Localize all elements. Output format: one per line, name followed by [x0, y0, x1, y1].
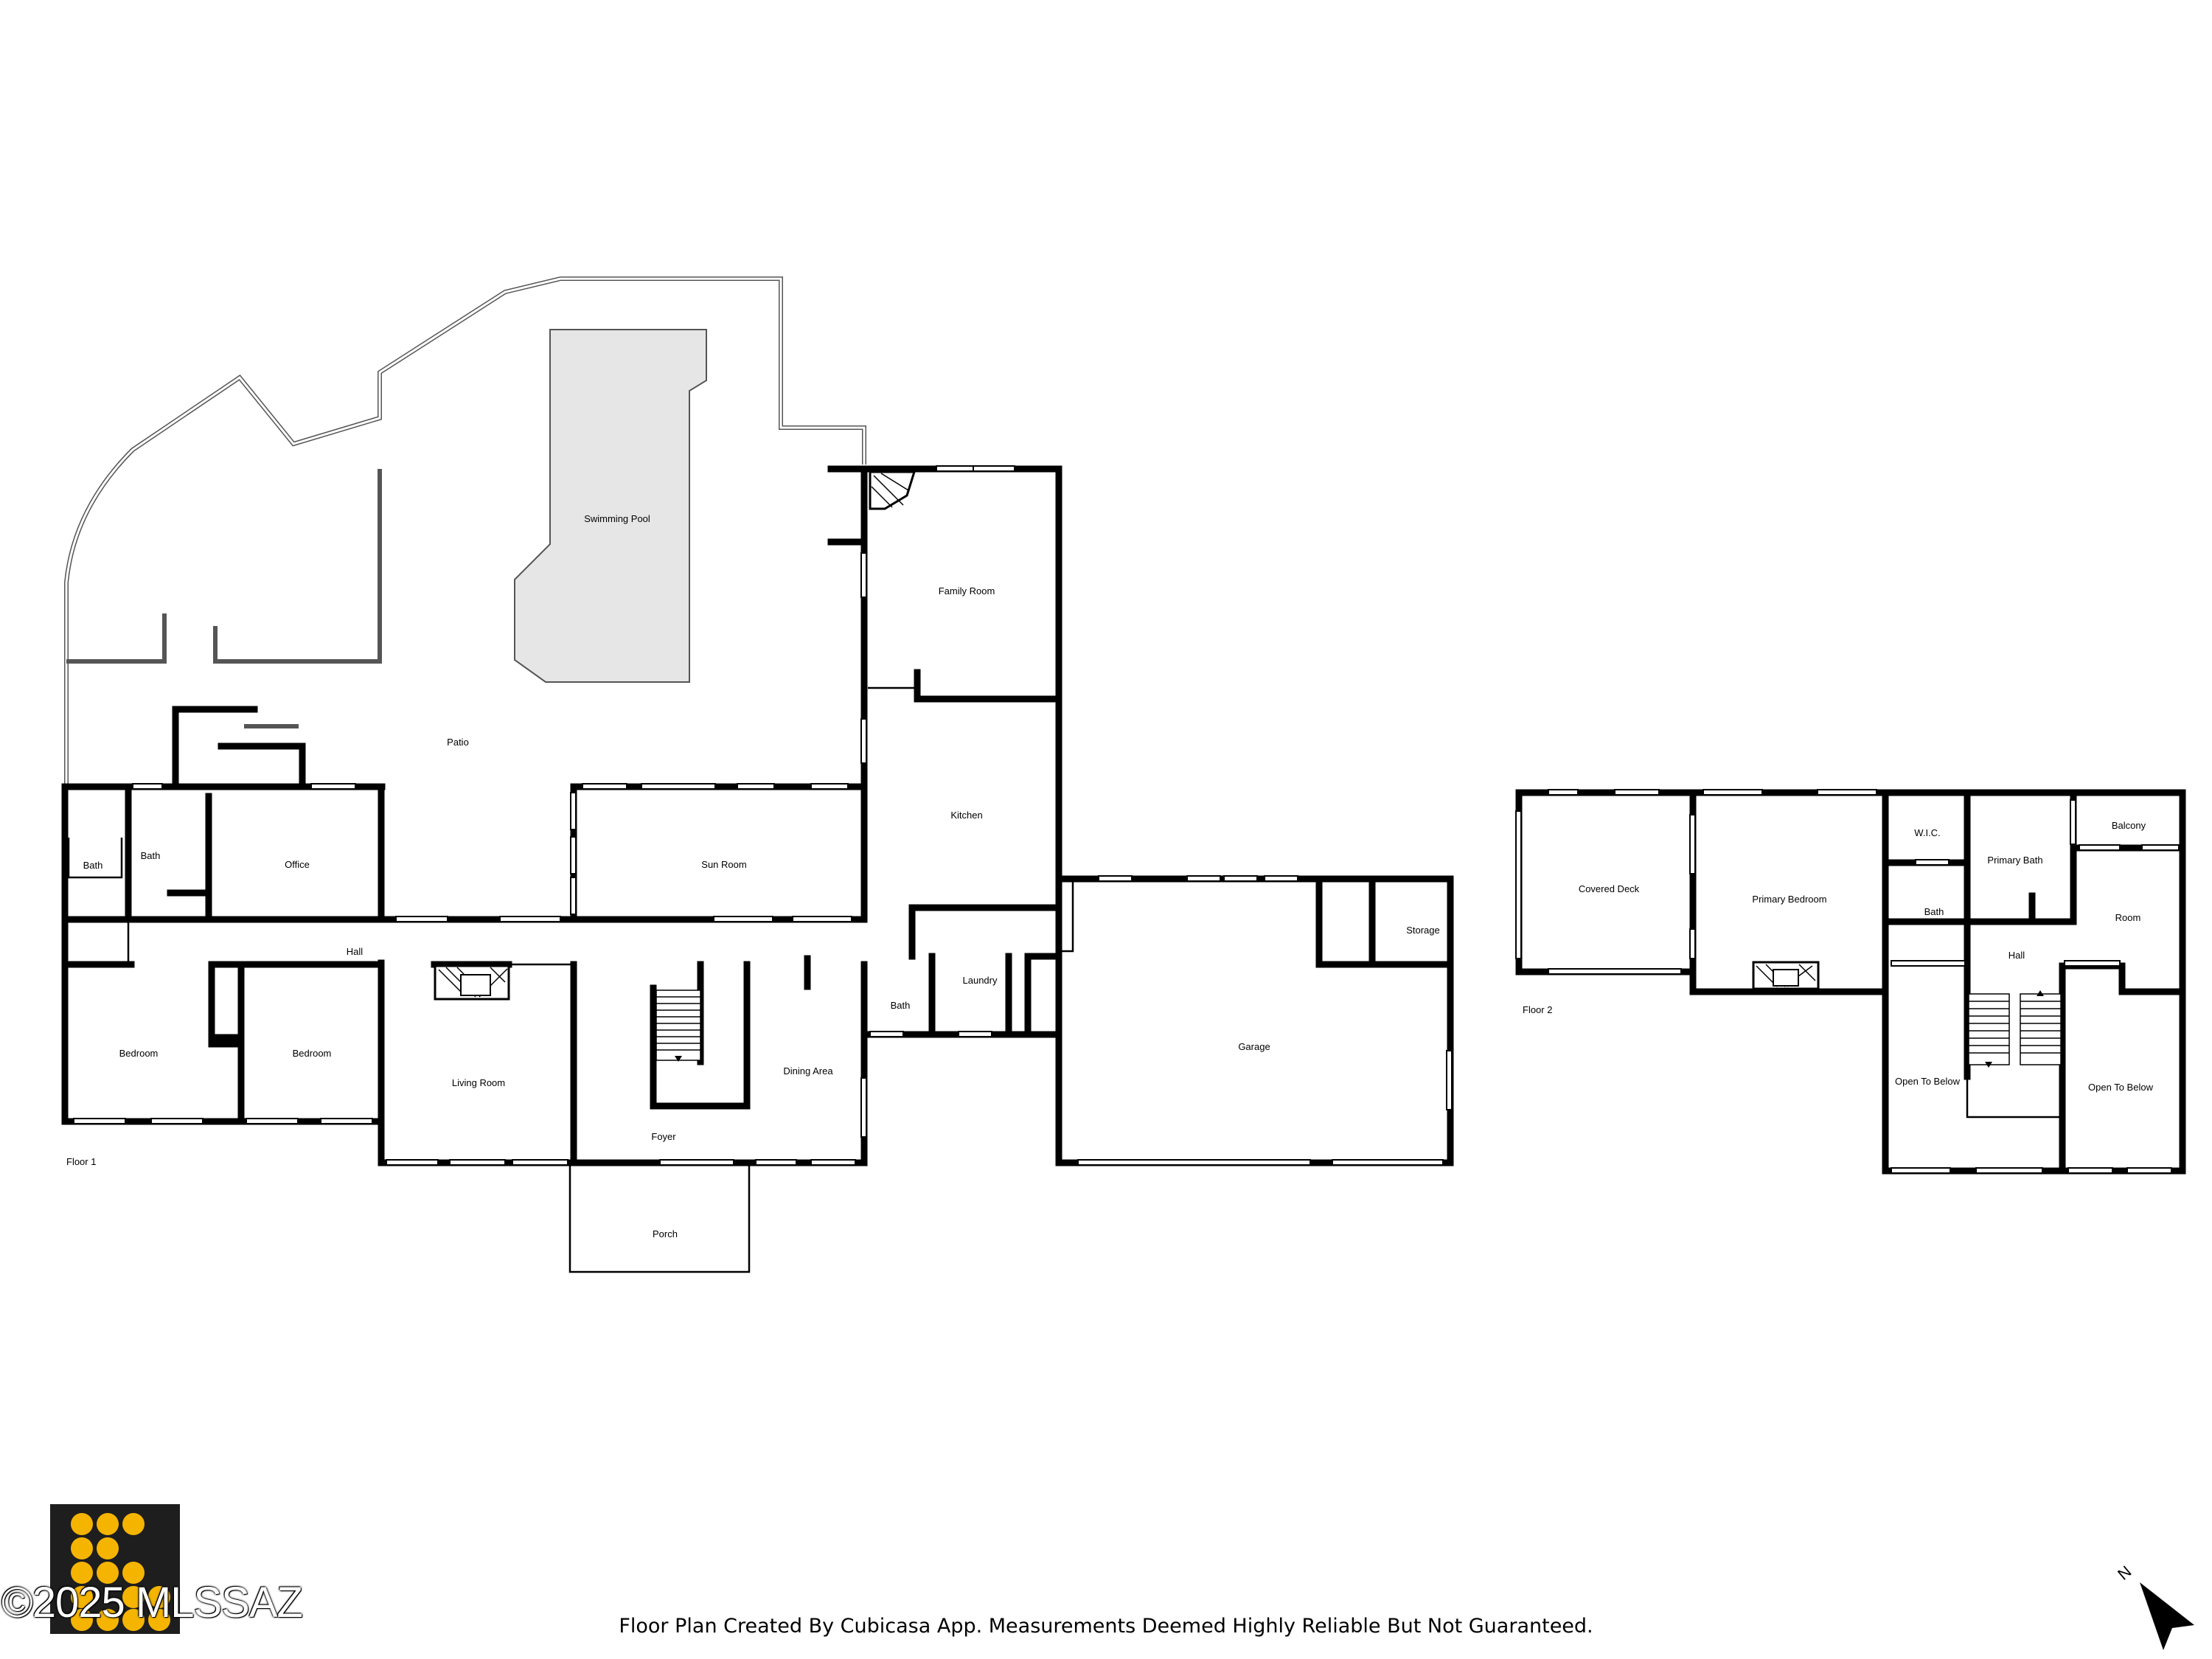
room-swimming-pool: Swimming Pool	[584, 513, 650, 524]
room-garage: Garage	[1238, 1041, 1270, 1052]
compass-north-letter: N	[2114, 1562, 2135, 1583]
room-family-room: Family Room	[939, 585, 995, 597]
room-bedroom-a: Bedroom	[119, 1048, 159, 1059]
room-wic: W.I.C.	[1914, 827, 1940, 838]
room-open-to-below-b: Open To Below	[2088, 1082, 2154, 1093]
room-living-room: Living Room	[452, 1077, 505, 1088]
room-covered-deck: Covered Deck	[1579, 883, 1640, 894]
fireplace-icon	[434, 964, 510, 1001]
room-sun-room: Sun Room	[701, 859, 746, 870]
floor-2-label: Floor 2	[1523, 1004, 1552, 1015]
floor-2-plan: Floor 2 Covered Deck Primary Bedroom W.I…	[1515, 789, 2186, 1175]
room-bedroom-b: Bedroom	[293, 1048, 332, 1059]
room-hall-upper: Hall	[2008, 950, 2025, 961]
room-open-to-below-a: Open To Below	[1895, 1076, 1961, 1087]
room-bath-upper: Bath	[1924, 906, 1944, 917]
floor-2-windows	[1515, 789, 2180, 1174]
floor-1-plan: Floor 1 Swimming Pool Family Room Patio …	[61, 276, 1454, 1273]
floor-1-windows	[73, 465, 1453, 1166]
room-primary-bath: Primary Bath	[1987, 855, 2042, 866]
room-bath-c: Bath	[891, 1000, 911, 1011]
mls-logo	[50, 1504, 180, 1634]
fireplace-icon-floor-2	[1752, 961, 1820, 990]
room-kitchen: Kitchen	[950, 810, 982, 821]
upper-stairs	[1968, 990, 2062, 1068]
room-laundry: Laundry	[963, 975, 998, 986]
copyright-watermark: ©2025 MLSSAZ	[1, 1579, 303, 1627]
room-patio: Patio	[447, 737, 469, 748]
room-foyer: Foyer	[651, 1131, 676, 1142]
room-room: Room	[2115, 912, 2141, 923]
patio-boundary	[64, 276, 866, 789]
corner-fireplace-icon	[869, 470, 917, 510]
floor-1-label: Floor 1	[66, 1156, 96, 1167]
foyer-stairs	[655, 990, 701, 1062]
north-arrow-icon: N	[2114, 1562, 2194, 1650]
room-bath-b: Bath	[141, 850, 161, 861]
room-storage: Storage	[1406, 925, 1440, 936]
floor-1-walls	[61, 465, 1454, 1166]
room-hall: Hall	[347, 946, 364, 957]
room-balcony: Balcony	[2112, 820, 2146, 831]
swimming-pool-shape	[514, 329, 707, 683]
room-porch: Porch	[653, 1228, 678, 1239]
floor-plan-credit: Floor Plan Created By Cubicasa App. Meas…	[619, 1615, 1593, 1638]
room-bath-a: Bath	[83, 860, 103, 871]
floor-2-thin-lines	[1966, 791, 2183, 1119]
room-primary-bedroom: Primary Bedroom	[1752, 894, 1826, 905]
room-dining-area: Dining Area	[783, 1065, 833, 1077]
room-office: Office	[285, 859, 310, 870]
